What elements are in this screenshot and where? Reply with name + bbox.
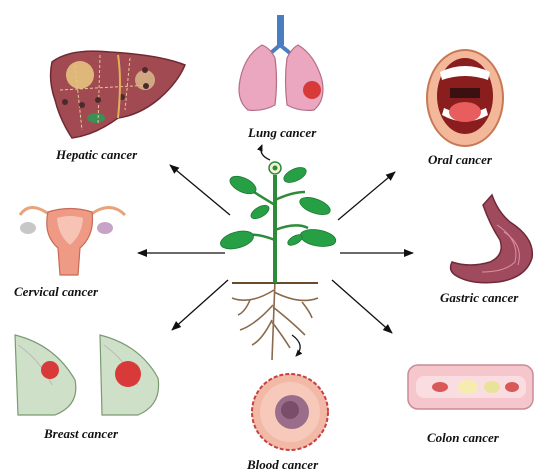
colon-icon	[408, 365, 533, 409]
medicinal-plant-icon	[219, 162, 338, 360]
arrow-to-lung	[261, 145, 270, 160]
arrow-to-colon	[332, 280, 392, 333]
arrow-to-breast	[172, 280, 228, 330]
label-colon-cancer: Colon cancer	[427, 430, 499, 446]
open-mouth-icon	[427, 50, 503, 146]
label-oral-cancer: Oral cancer	[428, 152, 492, 168]
arrow-to-hepatic	[170, 165, 230, 215]
label-gastric-cancer: Gastric cancer	[440, 290, 518, 306]
arrow-to-blood	[292, 335, 300, 356]
arrow-to-oral	[338, 172, 395, 220]
label-cervical-cancer: Cervical cancer	[14, 284, 98, 300]
label-blood-cancer: Blood cancer	[247, 457, 318, 473]
plant-roots-icon	[232, 280, 318, 360]
stomach-icon	[451, 195, 533, 283]
breast-icon	[15, 335, 159, 415]
lungs-icon	[239, 15, 323, 110]
liver-icon	[51, 51, 185, 138]
label-breast-cancer: Breast cancer	[44, 426, 118, 442]
label-lung-cancer: Lung cancer	[248, 125, 316, 141]
uterus-icon	[20, 208, 125, 276]
blood-cell-icon	[252, 374, 328, 450]
label-hepatic-cancer: Hepatic cancer	[56, 147, 137, 163]
